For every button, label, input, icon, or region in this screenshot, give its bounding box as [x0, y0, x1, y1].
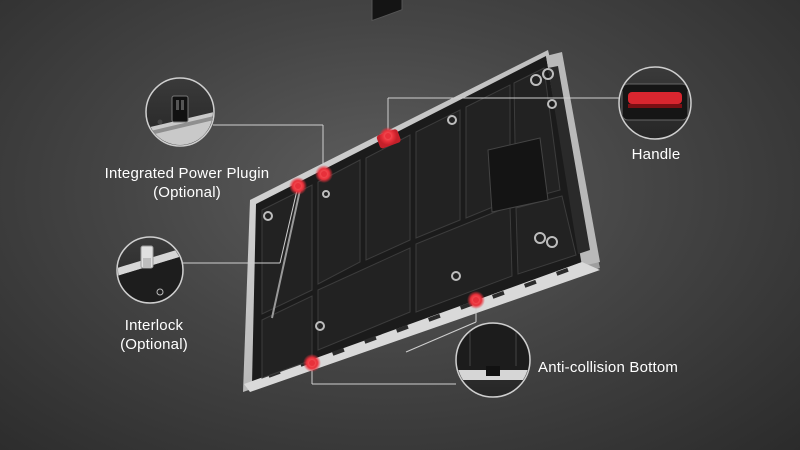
anti-collision-title: Anti-collision Bottom [538, 359, 679, 376]
anti-collision-detail [455, 322, 531, 398]
power-plugin-detail [145, 77, 215, 147]
handle-label: Handle [616, 145, 696, 164]
power-plugin-label: Integrated Power Plugin (Optional) [92, 164, 282, 202]
power-plugin-title: Integrated Power Plugin [104, 165, 270, 182]
callout-markers [289, 127, 485, 372]
interlock-label: Interlock (Optional) [104, 316, 204, 354]
led-panel [243, 0, 600, 392]
interlock-title: Interlock [124, 317, 184, 334]
handle-detail [618, 66, 692, 140]
interlock-detail [116, 236, 184, 304]
interlock-subtitle: (Optional) [120, 336, 188, 353]
handle-title: Handle [631, 146, 681, 163]
leader-lines [182, 97, 620, 385]
power-plugin-subtitle: (Optional) [153, 184, 221, 201]
anti-collision-label: Anti-collision Bottom [538, 358, 698, 377]
